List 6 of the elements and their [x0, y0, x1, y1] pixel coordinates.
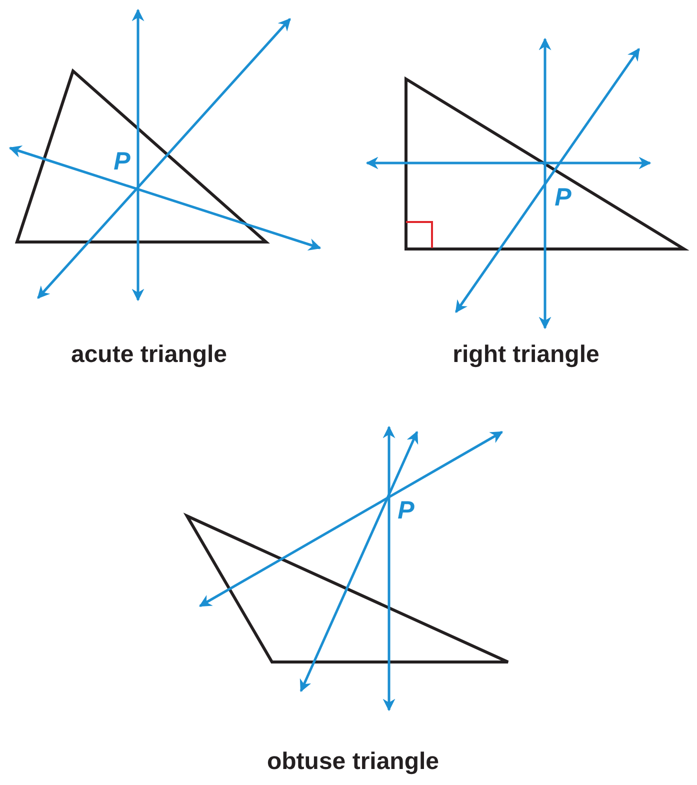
point-label: P: [398, 496, 414, 526]
figure-caption: right triangle: [452, 341, 600, 369]
point-label: P: [114, 148, 130, 176]
point-label: P: [554, 184, 572, 212]
figure-caption: acute triangle: [70, 341, 228, 369]
figure-caption: obtuse triangle: [266, 748, 440, 776]
